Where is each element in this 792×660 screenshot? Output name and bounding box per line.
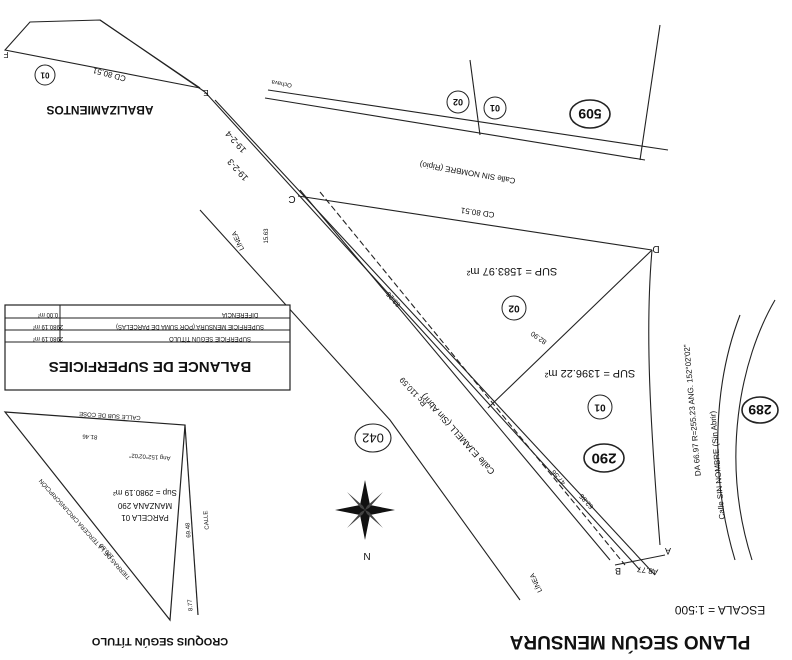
main-lot-boundaries bbox=[3, 19, 776, 601]
ochava-label: Ochava bbox=[270, 78, 292, 88]
dim-a8-77: A8.77 bbox=[636, 564, 659, 576]
north-letter: N bbox=[363, 550, 370, 561]
croquis-manzana: MANZANA 290 bbox=[117, 501, 172, 510]
croquis-sup: Sup = 2980.19 m² bbox=[113, 488, 177, 497]
balance-title: BALANCE DE SUPERFICIES bbox=[49, 358, 252, 375]
area-parcel-01: SUP = 1396.22 m² bbox=[544, 367, 635, 379]
point-c: C bbox=[288, 193, 295, 204]
manzana-markers bbox=[354, 99, 779, 473]
manzana-289-label: 289 bbox=[748, 402, 772, 418]
parcel-01-lower-label: 01 bbox=[594, 402, 606, 413]
manzana-289-circle bbox=[741, 396, 779, 424]
balance-row3-label: DIFERENCIA bbox=[222, 311, 258, 317]
point-a: A bbox=[665, 546, 671, 556]
croquis-triangle bbox=[3, 411, 199, 622]
parcel-02-upper-label: 02 bbox=[453, 97, 463, 107]
balance-row3-value: 0.00 m² bbox=[38, 311, 58, 317]
manzana-042-label: 042 bbox=[362, 431, 384, 446]
balance-row1-label: SUPERFICIE SEGÚN TÍTULO bbox=[169, 335, 251, 342]
croquis-dim-81: 81.46 bbox=[82, 432, 98, 439]
point-e: E bbox=[203, 88, 208, 97]
scale-label: ESCALA = 1:500 bbox=[674, 603, 765, 617]
manzana-042-circle bbox=[354, 423, 392, 453]
balance-row2-label: SUPERFICIE MENSURA (POR SUMA DE PARCELAS… bbox=[116, 323, 264, 329]
point-b: B bbox=[615, 566, 621, 576]
croquis-dim-8: 8.77 bbox=[187, 598, 194, 611]
manzana-509-label: 509 bbox=[578, 106, 602, 122]
area-parcel-02: SUP = 1583.97 m² bbox=[466, 265, 557, 277]
manzana-290-circle bbox=[583, 443, 625, 473]
parcel-01-abal-label: 01 bbox=[40, 71, 49, 80]
balance-row1-value: 2980.19 m² bbox=[33, 335, 63, 341]
croquis-street-top: CALLE SUB DE COSE bbox=[79, 410, 141, 420]
abalizamientos-label: ABALIZAMIENTOS bbox=[46, 103, 153, 117]
balance-table: 0.00 m² DIFERENCIA 2980.19 m² SUPERFICIE… bbox=[4, 304, 291, 391]
croquis-title: CROQUIS SEGÚN TÍTULO bbox=[91, 635, 228, 648]
point-f: F bbox=[3, 50, 8, 59]
croquis-dim-69: 69.48 bbox=[185, 522, 192, 538]
balance-row2-value: 2980.19 m² bbox=[33, 323, 63, 329]
parcel-markers bbox=[34, 64, 613, 420]
parcel-01-upper-label: 01 bbox=[490, 103, 500, 113]
manzana-509-circle bbox=[569, 99, 611, 129]
manzana-290-label: 290 bbox=[591, 450, 616, 467]
page-title: PLANO SEGÚN MENSURA bbox=[509, 631, 750, 653]
point-d: D bbox=[652, 243, 659, 254]
croquis-angle: Ang 152°02'02" bbox=[129, 452, 171, 461]
croquis-street-calle: CALLE bbox=[203, 510, 211, 529]
croquis-parcel: PARCELA 01 bbox=[121, 513, 169, 522]
dim-15-63: 15.63 bbox=[264, 228, 270, 244]
north-arrow-icon bbox=[335, 480, 395, 540]
parcel-02-lower-label: 02 bbox=[508, 303, 520, 314]
